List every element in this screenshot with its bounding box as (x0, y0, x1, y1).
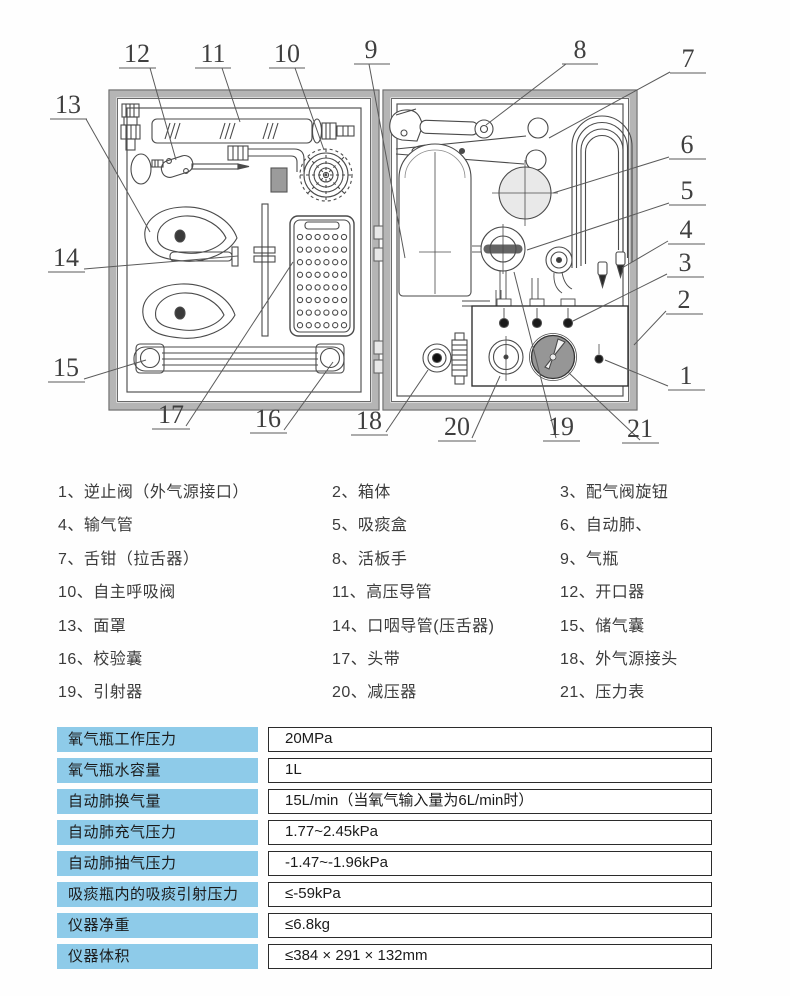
storage-bag-shape (133, 343, 345, 374)
legend-item-10: 10、自主呼吸阀 (58, 584, 176, 602)
legend-item-19: 19、引射器 (58, 684, 143, 702)
automatic-lung-shape (492, 160, 558, 226)
callout-19: 19 (548, 412, 574, 441)
callout-15: 15 (53, 353, 79, 382)
spec-label: 氧气瓶水容量 (57, 758, 258, 783)
spec-value: ≤-59kPa (268, 882, 712, 907)
mouth-opener-shape (130, 153, 250, 185)
callout-2: 2 (678, 285, 691, 314)
oxygen-bottle-shape (398, 143, 472, 297)
spec-value: -1.47~-1.96kPa (268, 851, 712, 876)
legend-item-6: 6、自动肺、 (560, 517, 652, 535)
callout-20: 20 (444, 412, 470, 441)
callout-7: 7 (682, 44, 695, 73)
callout-4: 4 (680, 215, 693, 244)
callout-8: 8 (574, 35, 587, 64)
callout-9: 9 (365, 35, 378, 64)
legend-item-5: 5、吸痰盒 (332, 517, 408, 535)
distribution-compartment-shape (471, 305, 629, 387)
legend-item-3: 3、配气阀旋钮 (560, 484, 669, 501)
spec-value: ≤6.8kg (268, 913, 712, 938)
callout-16: 16 (255, 404, 281, 433)
check-bag-shape (289, 215, 355, 337)
callout-6: 6 (681, 130, 694, 159)
wrench-shape (389, 108, 494, 142)
spec-label: 吸痰瓶内的吸痰引射压力 (57, 882, 258, 907)
legend-item-14: 14、口咽导管(压舌器) (332, 617, 495, 635)
legend-item-15: 15、储气囊 (560, 617, 645, 635)
spec-gap (258, 727, 268, 752)
spec-value: 20MPa (268, 727, 712, 752)
legend-item-7: 7、舌钳（拉舌器） (58, 550, 200, 568)
leader-lines (48, 63, 706, 444)
legend-item-17: 17、头带 (332, 650, 401, 668)
callout-14: 14 (53, 243, 79, 272)
legend-item-13: 13、面罩 (58, 617, 127, 635)
spec-gap (258, 820, 268, 845)
injector-shape (545, 246, 573, 274)
suction-box-shape (480, 224, 526, 274)
spec-gap (258, 851, 268, 876)
callout-11: 11 (200, 39, 225, 68)
spec-gap (258, 913, 268, 938)
breathing-valve-shape (227, 145, 353, 202)
legend-item-1: 1、逆止阀（外气源接口） (58, 484, 249, 501)
parts-legend: 1、逆止阀（外气源接口） 2、箱体 3、配气阀旋钮 4、输气管 5、吸痰盒 6、… (58, 476, 758, 710)
legend-item-21: 21、压力表 (560, 684, 645, 702)
callout-18: 18 (356, 406, 382, 435)
spec-row: 仪器净重 ≤6.8kg (57, 913, 712, 938)
spec-label: 仪器体积 (57, 944, 258, 969)
spec-row: 吸痰瓶内的吸痰引射压力 ≤-59kPa (57, 882, 712, 907)
equipment-diagram: 12 11 10 9 8 7 13 14 15 17 16 18 20 19 2… (48, 35, 706, 444)
legend-item-18: 18、外气源接头 (560, 650, 678, 668)
head-strap-shape (253, 203, 276, 337)
spec-label: 自动肺充气压力 (57, 820, 258, 845)
spec-gap (258, 882, 268, 907)
legend-item-12: 12、开口器 (560, 584, 645, 602)
spec-row: 自动肺充气压力 1.77~2.45kPa (57, 820, 712, 845)
spec-gap (258, 758, 268, 783)
spec-table: 氧气瓶工作压力 20MPa 氧气瓶水容量 1L 自动肺换气量 15L/min（当… (57, 727, 712, 969)
spec-gap (258, 944, 268, 969)
spec-row: 仪器体积 ≤384 × 291 × 132mm (57, 944, 712, 969)
legend-item-4: 4、输气管 (58, 517, 134, 535)
legend-item-2: 2、箱体 (332, 484, 391, 501)
callout-17: 17 (158, 400, 184, 429)
spec-row: 氧气瓶水容量 1L (57, 758, 712, 783)
mask-shape (142, 206, 238, 339)
callout-3: 3 (679, 248, 692, 277)
spec-value: 1.77~2.45kPa (268, 820, 712, 845)
spec-value: 15L/min（当氧气输入量为6L/min时） (268, 789, 712, 814)
callout-13: 13 (55, 90, 81, 119)
gas-tube-coil-shape (571, 115, 633, 289)
spec-gap (258, 789, 268, 814)
legend-item-20: 20、减压器 (332, 684, 417, 702)
spec-row: 氧气瓶工作压力 20MPa (57, 727, 712, 752)
legend-item-11: 11、高压导管 (332, 584, 433, 602)
spec-label: 氧气瓶工作压力 (57, 727, 258, 752)
spec-value: 1L (268, 758, 712, 783)
callout-10: 10 (274, 39, 300, 68)
callout-5: 5 (681, 176, 694, 205)
legend-item-8: 8、活板手 (332, 550, 408, 568)
spec-row: 自动肺换气量 15L/min（当氧气输入量为6L/min时） (57, 789, 712, 814)
callout-21: 21 (627, 414, 653, 443)
connector-and-reducer-shape (422, 332, 468, 385)
spec-row: 自动肺抽气压力 -1.47~-1.96kPa (57, 851, 712, 876)
callout-numbers: 12 11 10 9 8 7 13 14 15 17 16 18 20 19 2… (53, 35, 695, 443)
callout-1: 1 (680, 361, 693, 390)
spec-label: 自动肺抽气压力 (57, 851, 258, 876)
spec-value: ≤384 × 291 × 132mm (268, 944, 712, 969)
spec-label: 仪器净重 (57, 913, 258, 938)
pipes (462, 245, 576, 307)
callout-12: 12 (124, 39, 150, 68)
legend-item-9: 9、气瓶 (560, 550, 619, 568)
spec-label: 自动肺换气量 (57, 789, 258, 814)
legend-item-16: 16、校验囊 (58, 650, 143, 668)
